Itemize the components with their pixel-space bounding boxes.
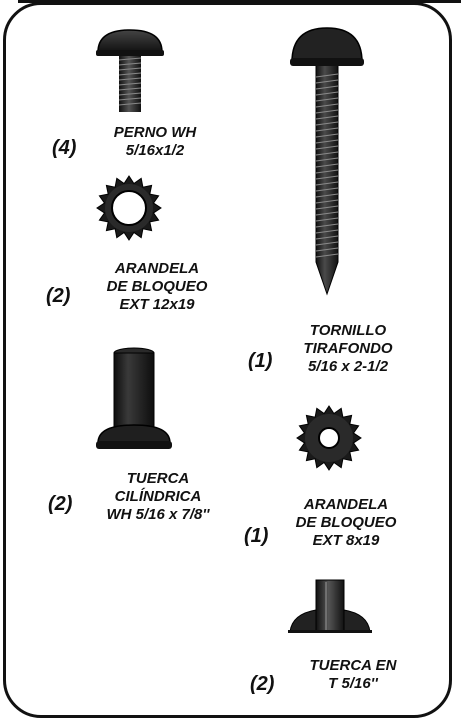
hardware-panel bbox=[3, 2, 452, 718]
label-line: TORNILLO bbox=[309, 322, 387, 339]
label-tuerca-cilindrica: TUERCA CILÍNDRICA WH 5/16 x 7/8'' bbox=[88, 470, 228, 524]
lock-washer-icon bbox=[96, 175, 162, 241]
label-line: T 5/16'' bbox=[328, 675, 378, 692]
label-arandela-8x19: ARANDELA DE BLOQUEO EXT 8x19 bbox=[282, 496, 410, 550]
qty-tuerca-en-t: (2) bbox=[250, 673, 275, 695]
lock-washer-small-icon bbox=[296, 405, 362, 471]
label-line: PERNO WH bbox=[113, 124, 197, 141]
qty-tuerca-cilindrica: (2) bbox=[48, 493, 73, 515]
label-line: 5/16x1/2 bbox=[125, 142, 185, 159]
carriage-bolt-icon bbox=[96, 29, 164, 112]
label-line: TUERCA bbox=[126, 470, 190, 487]
label-line: EXT 12x19 bbox=[119, 296, 195, 313]
label-tuerca-en-t: TUERCA EN T 5/16'' bbox=[300, 657, 406, 693]
top-rule bbox=[18, 0, 461, 3]
qty-perno-wh: (4) bbox=[52, 137, 77, 159]
qty-arandela-12x19: (2) bbox=[46, 285, 71, 307]
qty-arandela-8x19: (1) bbox=[244, 525, 269, 547]
barrel-nut-icon bbox=[96, 347, 172, 449]
label-line: EXT 8x19 bbox=[312, 532, 380, 549]
label-line: WH 5/16 x 7/8'' bbox=[106, 506, 210, 523]
label-perno-wh: PERNO WH 5/16x1/2 bbox=[100, 124, 210, 160]
label-line: TIRAFONDO bbox=[303, 340, 393, 357]
lag-screw-icon bbox=[290, 27, 364, 296]
qty-tornillo-tirafondo: (1) bbox=[248, 350, 273, 372]
label-line: ARANDELA bbox=[303, 496, 389, 513]
label-arandela-12x19: ARANDELA DE BLOQUEO EXT 12x19 bbox=[76, 260, 238, 314]
label-line: CILÍNDRICA bbox=[114, 488, 202, 505]
label-line: DE BLOQUEO bbox=[295, 514, 397, 531]
label-line: ARANDELA bbox=[114, 260, 200, 277]
label-line: TUERCA EN bbox=[309, 657, 397, 674]
label-tornillo-tirafondo: TORNILLO TIRAFONDO 5/16 x 2-1/2 bbox=[288, 322, 408, 376]
label-line: DE BLOQUEO bbox=[106, 278, 208, 295]
label-line: 5/16 x 2-1/2 bbox=[307, 358, 389, 375]
tee-nut-icon bbox=[288, 579, 372, 633]
